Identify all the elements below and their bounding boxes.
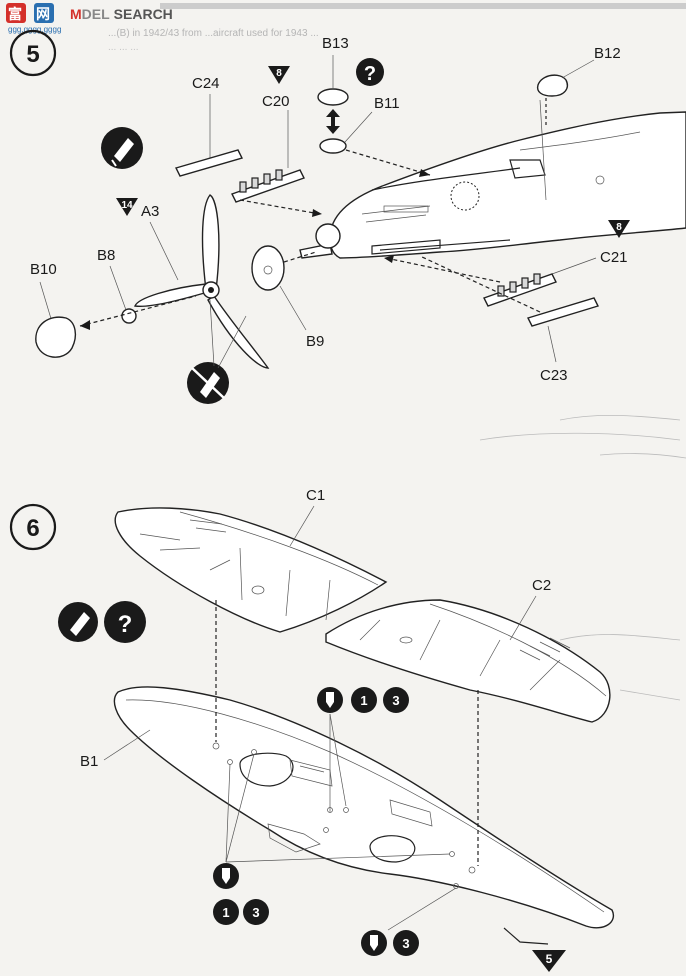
part-b1-lower-wing — [113, 686, 615, 945]
label-c24: C24 — [192, 75, 220, 92]
label-b13: B13 — [322, 35, 349, 52]
step-6: 6 ? C1 C2 — [9, 487, 615, 972]
svg-text:5: 5 — [546, 952, 553, 966]
glue-icon — [101, 127, 143, 169]
part-b8 — [121, 308, 137, 324]
part-b12 — [536, 74, 569, 97]
watermark-url: ggg.gggg.gggg — [8, 25, 61, 34]
part-c23 — [527, 297, 599, 327]
part-c21 — [483, 273, 557, 307]
svg-text:1: 1 — [360, 693, 367, 708]
part-b10 — [35, 316, 77, 358]
svg-text:3: 3 — [392, 693, 399, 708]
help-icon — [356, 58, 384, 86]
header-line-2: ... ... ... — [108, 42, 139, 53]
svg-text:?: ? — [118, 611, 133, 638]
triangle-c20 — [268, 66, 290, 84]
drill-code-2: 1 3 — [213, 753, 451, 925]
svg-text:8: 8 — [616, 222, 622, 233]
step-5-number: 5 — [26, 41, 39, 68]
svg-text:3: 3 — [402, 936, 409, 951]
swap-arrow-icon — [326, 109, 340, 134]
svg-text:1: 1 — [222, 905, 229, 920]
logo-glyph: 富 — [8, 6, 22, 22]
label-b1: B1 — [80, 753, 98, 770]
part-b11 — [319, 138, 347, 154]
logo-tile-2 — [34, 3, 54, 23]
label-b12: B12 — [594, 45, 621, 62]
svg-text:网: 网 — [36, 6, 50, 22]
svg-text:3: 3 — [252, 905, 259, 920]
label-b10: B10 — [30, 261, 57, 278]
label-a3: A3 — [141, 203, 159, 220]
drill-code-3: 3 — [361, 887, 457, 956]
part-b13 — [317, 88, 349, 106]
step-6-number: 6 — [26, 515, 39, 542]
help-icon-step6 — [104, 601, 146, 643]
svg-text:8: 8 — [276, 68, 282, 79]
part-c2-wing — [325, 599, 611, 723]
part-a3-propeller — [134, 194, 270, 369]
label-c21: C21 — [600, 249, 628, 266]
step-5-circle — [9, 29, 57, 77]
part-c1-wing — [114, 507, 388, 633]
label-c23: C23 — [540, 367, 568, 384]
triangle-a3 — [116, 198, 138, 216]
part-c24 — [174, 149, 244, 177]
background-bleed — [479, 414, 686, 701]
header-line-1: ...(B) in 1942/43 from ...aircraft used … — [108, 28, 319, 39]
label-b11: B11 — [374, 95, 400, 112]
label-b9: B9 — [306, 333, 324, 350]
label-c2: C2 — [532, 577, 551, 594]
step-6-circle — [9, 503, 57, 551]
fuselage-drawing — [299, 99, 686, 259]
next-step-marker — [532, 950, 566, 972]
part-b9 — [251, 245, 285, 291]
part-c20 — [231, 169, 305, 203]
triangle-c21 — [608, 220, 630, 238]
glue-icon-step6 — [58, 602, 98, 642]
svg-text:?: ? — [364, 63, 376, 85]
label-b8: B8 — [97, 247, 115, 264]
step-5: 5 B13 ? B11 — [9, 29, 686, 404]
no-glue-icon — [187, 362, 229, 404]
drill-code-1: 1 3 — [317, 687, 409, 812]
label-c20: C20 — [262, 93, 290, 110]
header-text-band: ...(B) in 1942/43 from ...aircraft used … — [108, 3, 686, 53]
label-c1: C1 — [306, 487, 325, 504]
logo-tile-1 — [6, 3, 26, 23]
svg-text:14: 14 — [121, 200, 133, 211]
